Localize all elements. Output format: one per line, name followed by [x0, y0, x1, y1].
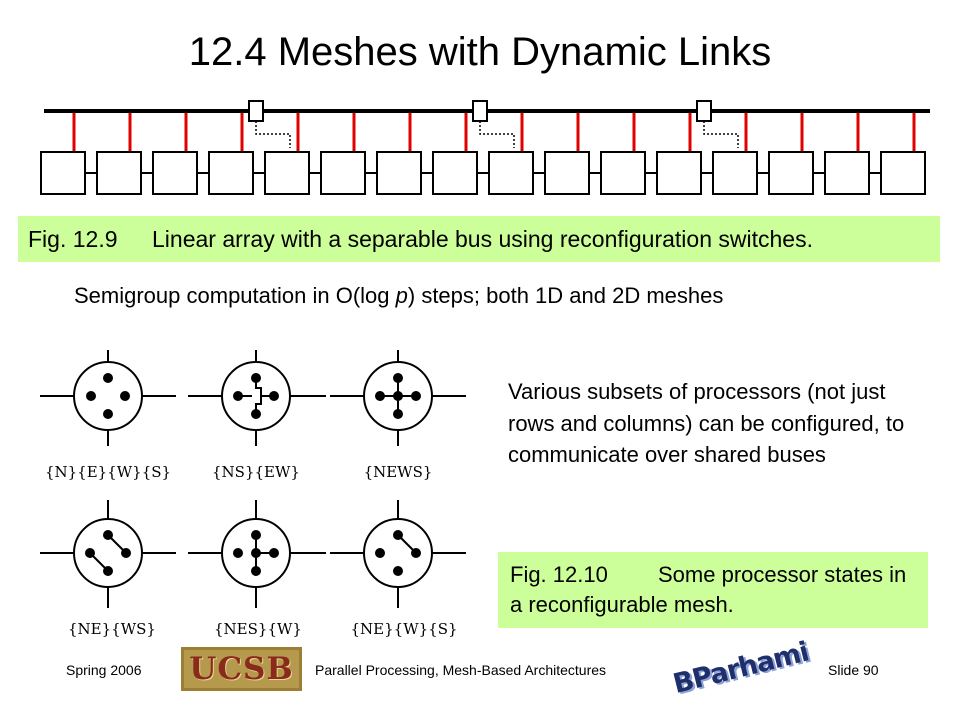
label-ne-ws: {NE}{WS} — [68, 620, 156, 638]
processors — [40, 151, 926, 195]
state-ne-ws — [40, 500, 176, 608]
label-news: {NEWS} — [364, 463, 433, 481]
bparhami-logo-text: BParhami — [670, 636, 812, 701]
ucsb-logo-text: UCSB — [189, 651, 294, 687]
fig-12-9-caption: Fig. 12.9 Linear array with a separable b… — [18, 216, 940, 262]
ucsb-logo: UCSB — [181, 647, 302, 691]
reconfiguration-switches — [248, 100, 739, 148]
footer-course: Parallel Processing, Mesh-Based Architec… — [315, 662, 607, 678]
semigroup-text-start: Semigroup computation in O(log — [74, 283, 396, 308]
switch-3 — [696, 100, 712, 122]
fig-caption-text: Linear array with a separable bus using … — [152, 226, 813, 252]
switch-1 — [248, 100, 264, 122]
label-ne-w-s: {NE}{W}{S} — [350, 620, 457, 638]
various-subsets-text: Various subsets of processors (not just … — [508, 379, 905, 467]
slide-title: 12.4 Meshes with Dynamic Links — [188, 30, 772, 74]
switch-2 — [472, 100, 488, 122]
state-news — [330, 350, 466, 446]
state-nes-w — [188, 500, 326, 608]
fig-number: Fig. 12.10 — [510, 562, 608, 587]
semigroup-text-end: ) steps; both 1D and 2D meshes — [407, 283, 724, 308]
label-ns-ew: {NS}{EW} — [212, 463, 300, 481]
processor-states-diagram: {N}{E}{W}{S} {NS}{EW} {NEWS} {NE}{WS} {N… — [40, 350, 466, 638]
fig-caption-text: Some processor states in a reconfigurabl… — [510, 562, 907, 617]
semigroup-text-var: p — [395, 283, 408, 308]
footer-date: Spring 2006 — [66, 662, 142, 678]
linear-array-diagram — [40, 100, 930, 195]
state-n-e-w-s — [40, 350, 176, 446]
state-ne-w-s — [330, 500, 466, 608]
slide-number: Slide 90 — [828, 662, 879, 678]
fig-number: Fig. 12.9 — [28, 226, 118, 252]
bus-drops — [72, 113, 916, 152]
semigroup-text: Semigroup computation in O(log p) steps;… — [74, 283, 723, 309]
label-nes-w: {NES}{W} — [214, 620, 302, 638]
state-ns-ew — [188, 350, 326, 446]
label-n-e-w-s: {N}{E}{W}{S} — [45, 463, 171, 481]
bparhami-logo: BParhami — [670, 637, 811, 703]
